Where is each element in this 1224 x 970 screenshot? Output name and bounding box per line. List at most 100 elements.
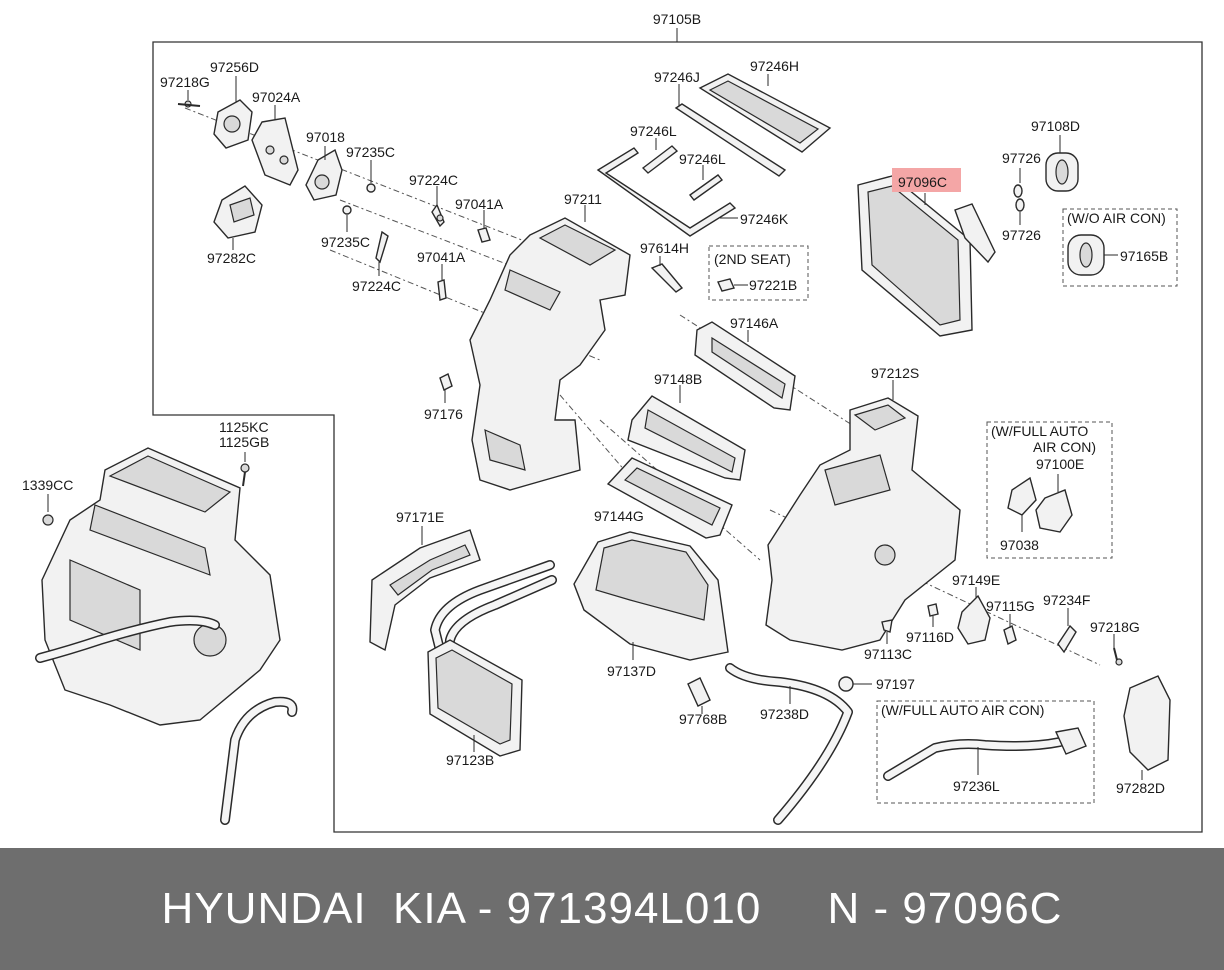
label-97236L: 97236L [953, 778, 1000, 794]
label-97246L-a: 97246L [630, 123, 677, 139]
label-97246K: 97246K [740, 211, 789, 227]
lever-97224C-b [375, 230, 389, 276]
gasket-97234F [1057, 608, 1077, 654]
highlight-box-97096C [892, 168, 961, 192]
actuator-97256D [213, 76, 253, 149]
door-97144G [606, 457, 733, 539]
grommet-97768B [687, 677, 711, 714]
label-wfull-b: (W/FULL AUTO AIR CON) [881, 702, 1044, 718]
sensor-97116D [927, 603, 939, 627]
label-wo-aircon: (W/O AIR CON) [1067, 210, 1166, 226]
label-97096C: 97096C [898, 174, 947, 190]
nut-1339CC [42, 494, 54, 526]
label-wfull-a2: AIR CON) [1033, 439, 1096, 455]
seal-97246J [674, 84, 787, 177]
bracket-97171E [369, 526, 481, 652]
o-ring-97726-a [1013, 168, 1023, 198]
clip-97113C [881, 619, 893, 644]
grommet-97165B [1067, 234, 1118, 276]
label-97246H: 97246H [750, 58, 799, 74]
label-97246L-b: 97246L [679, 151, 726, 167]
clip-97115G [1003, 614, 1017, 646]
label-97197: 97197 [876, 676, 915, 692]
label-97148B: 97148B [654, 371, 702, 387]
label-97726-a: 97726 [1002, 150, 1041, 166]
label-1125GB: 1125GB [219, 434, 269, 450]
actuator-97149E [957, 587, 991, 645]
filter-cover-97246H [698, 73, 832, 153]
actuator-97282D [1123, 675, 1171, 780]
label-97221B: 97221B [749, 277, 797, 293]
bracket-97024A [251, 105, 299, 186]
label-97234F: 97234F [1043, 592, 1090, 608]
washer-97235C-a [366, 160, 376, 193]
pin-97041A-a [477, 210, 491, 243]
label-97115G: 97115G [986, 598, 1035, 614]
label-97113C: 97113C [864, 646, 912, 662]
label-97038: 97038 [1000, 537, 1039, 553]
door-97148B [627, 385, 746, 481]
actuator-97100E [1035, 474, 1073, 533]
label-97171E: 97171E [396, 509, 444, 525]
assembly-frame [152, 41, 1203, 833]
label-97282C: 97282C [207, 250, 256, 266]
label-1125KC: 1125KC [219, 419, 269, 435]
label-97024A: 97024A [252, 89, 301, 105]
drain-pan-97137D [573, 531, 729, 661]
label-97212S: 97212S [871, 365, 919, 381]
label-97238D: 97238D [760, 706, 809, 722]
assembly-label: 97105B [653, 11, 701, 27]
actuator-97282C [213, 185, 263, 250]
bolt-97218G-top [177, 90, 201, 108]
label-97614H: 97614H [640, 240, 689, 256]
upper-case-97211 [469, 205, 631, 491]
label-97768B: 97768B [679, 711, 727, 727]
actuator-97038 [1007, 476, 1037, 532]
door-97146A [694, 321, 796, 411]
label-97144G: 97144G [594, 508, 644, 524]
label-97146A: 97146A [730, 315, 779, 331]
label-97116D: 97116D [906, 629, 954, 645]
clip-97176 [439, 373, 453, 403]
label-97282D: 97282D [1116, 780, 1165, 796]
lever-97224C-a [431, 186, 445, 228]
label-97123B: 97123B [446, 752, 494, 768]
label-wfull-a1: (W/FULL AUTO [991, 423, 1088, 439]
label-97165B: 97165B [1120, 248, 1168, 264]
label-97224C-b: 97224C [352, 278, 401, 294]
part-number-text: HYUNDAI KIA - 971394L010 N - 97096C [161, 884, 1063, 933]
hvac-assembly-overview [35, 447, 298, 825]
cap-97197 [838, 676, 872, 692]
label-97211: 97211 [564, 191, 602, 207]
label-97218G-top: 97218G [160, 74, 210, 90]
sensor-97614H [650, 256, 684, 293]
label-1339CC: 1339CC [22, 477, 73, 493]
pin-97041A-b [437, 264, 447, 301]
washer-97235C-b [342, 205, 352, 232]
label-97246J: 97246J [654, 69, 700, 85]
label-97108D: 97108D [1031, 118, 1080, 134]
evaporator-97096C [857, 175, 996, 337]
seal-97246L-b [688, 165, 724, 201]
label-97224C-a: 97224C [409, 172, 458, 188]
seal-97246K [596, 147, 738, 237]
footer-banner: HYUNDAI KIA - 971394L010 N - 97096C [0, 848, 1224, 970]
bolt-1125KC [240, 452, 250, 487]
label-97018: 97018 [306, 129, 345, 145]
bolt-97218G-b [1113, 634, 1123, 666]
label-97235C-b: 97235C [321, 234, 370, 250]
label-97235C-a: 97235C [346, 144, 395, 160]
label-97137D: 97137D [607, 663, 656, 679]
o-ring-97726-b [1015, 198, 1025, 225]
label-97100E: 97100E [1036, 456, 1084, 472]
aspirator-hose-97236L [883, 727, 1087, 781]
label-97041A-a: 97041A [455, 196, 504, 212]
label-97176: 97176 [424, 406, 463, 422]
label-97256D: 97256D [210, 59, 259, 75]
sensor-97221B [717, 278, 748, 292]
grommet-97108D [1045, 135, 1079, 192]
seal-97246L-a [641, 138, 679, 174]
lower-case-97212S [765, 380, 961, 651]
heater-core-97123B [427, 639, 523, 757]
actuator-97018 [305, 146, 343, 201]
